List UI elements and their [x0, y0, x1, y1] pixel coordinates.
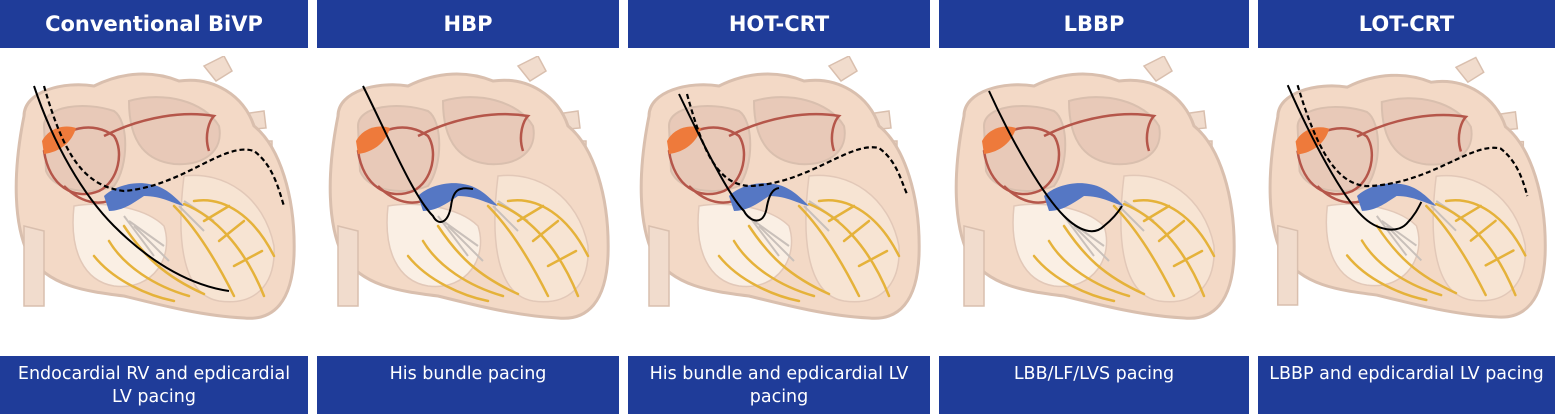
panel-title: HBP: [317, 0, 619, 48]
panel-caption: LBB/LF/LVS pacing: [939, 356, 1249, 414]
panel-caption: LBBP and epdicardial LV pacing: [1258, 356, 1555, 414]
heart-diagram: [628, 56, 930, 346]
panel-caption: His bundle and epdicardial LV pacing: [628, 356, 930, 414]
heart-diagram: [0, 56, 308, 346]
panel-title: Conventional BiVP: [0, 0, 308, 48]
panel-title: LBBP: [939, 0, 1249, 48]
panel-title: HOT-CRT: [628, 0, 930, 48]
panel-hbp: HBP His bundle pacing: [317, 0, 619, 414]
heart-diagram: [1258, 56, 1555, 346]
heart-diagram: [939, 56, 1249, 346]
heart-diagram: [317, 56, 619, 346]
panel-hot-crt: HOT-CRT His bundle and epdicardial LV pa…: [628, 0, 930, 414]
panel-caption: Endocardial RV and epdicardial LV pacing: [0, 356, 308, 414]
panel-lbbp: LBBP LBB/LF/LVS pacing: [939, 0, 1249, 414]
panel-lot-crt: LOT-CRT LBBP and epdicardial LV pacing: [1258, 0, 1555, 414]
panel-conventional-bivp: Conventional BiVP Endocardial RV and epd…: [0, 0, 308, 414]
panel-title: LOT-CRT: [1258, 0, 1555, 48]
panel-caption: His bundle pacing: [317, 356, 619, 414]
